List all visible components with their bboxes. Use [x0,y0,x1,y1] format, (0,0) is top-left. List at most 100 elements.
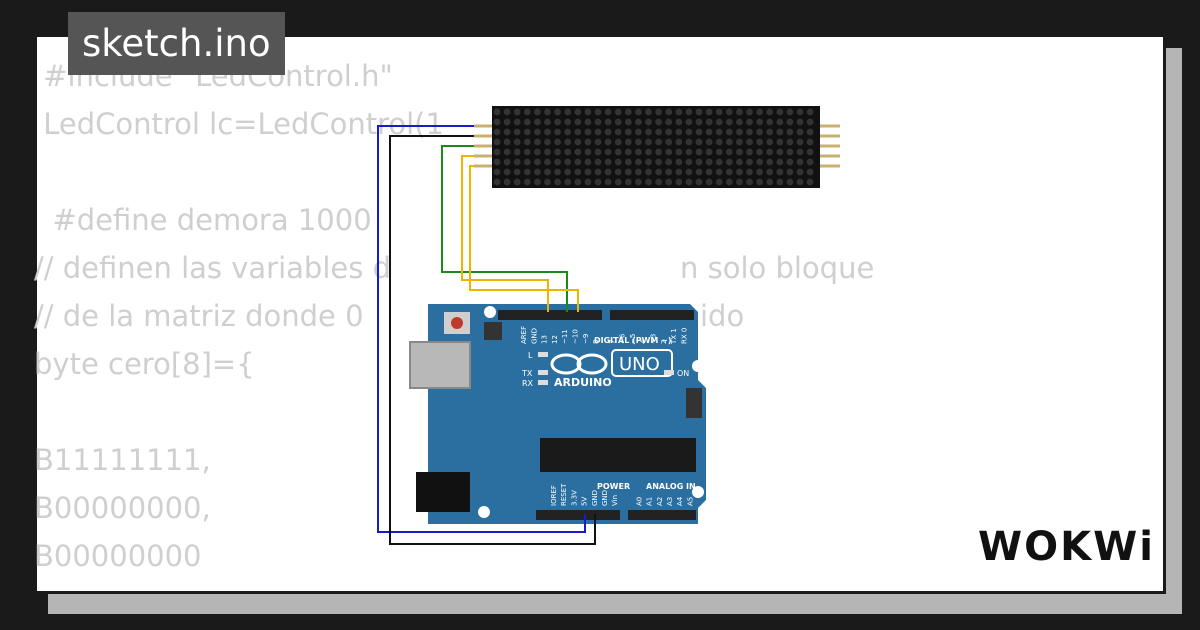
matrix-led [635,138,642,146]
matrix-led [544,168,551,176]
matrix-led [544,178,551,186]
matrix-led [796,128,804,136]
matrix-led [594,168,602,176]
matrix-led [614,138,622,146]
matrix-led [554,168,561,176]
matrix-led [715,108,723,116]
matrix-led [756,118,763,126]
matrix-led [584,178,592,186]
power-analog-pin-label: A1 [646,497,654,506]
matrix-led [554,148,561,156]
l-led-label: L [528,351,533,360]
power-analog-pin-label: 5V [581,497,589,506]
matrix-led [695,118,703,126]
digital-pin-label: ~5 [629,334,637,344]
matrix-led [493,108,501,116]
matrix-led [695,108,703,116]
matrix-led [655,128,662,136]
matrix-led [685,178,693,186]
matrix-led [806,138,814,146]
matrix-led [645,158,652,166]
matrix-led [806,118,814,126]
arduino-model-label: UNO [619,354,660,375]
matrix-led [786,148,794,156]
matrix-led [544,158,551,166]
wire-yellow-2 [469,165,579,312]
matrix-led [534,118,541,126]
matrix-led [715,118,723,126]
matrix-led [513,178,521,186]
power-analog-pin-label: IOREF [550,485,558,506]
power-analog-pin-label: GND [601,490,609,506]
matrix-led [635,108,642,116]
digital-pin-label: 8 [592,340,600,344]
matrix-led [725,148,733,156]
power-analog-pin-label: RESET [560,483,568,506]
matrix-led [645,178,652,186]
matrix-led [544,128,551,136]
matrix-led [786,128,794,136]
digital-pin-label: ~3 [650,334,658,344]
matrix-led [534,168,541,176]
matrix-led [594,128,602,136]
matrix-led [523,138,531,146]
code-line: // definen las variables d [34,251,391,285]
matrix-led [534,128,541,136]
matrix-led [675,168,683,176]
matrix-led [715,148,723,156]
matrix-led [513,128,521,136]
sketch-title-tab[interactable]: sketch.ino [68,12,285,75]
analog-header-label: ANALOG IN [646,482,696,491]
matrix-led [746,148,753,156]
digital-pin-label: ~9 [582,334,590,344]
arduino-uno-board[interactable]: ARDUINO UNO DIGITAL (PWM ~) POWER ANALOG… [409,304,706,524]
matrix-led [715,168,723,176]
matrix-led [493,138,501,146]
code-line: B00000000 [34,539,202,573]
matrix-led [493,168,501,176]
matrix-led [624,178,632,186]
wire-blue [377,125,586,533]
matrix-led [523,148,531,156]
matrix-led [746,138,753,146]
matrix-led [806,168,814,176]
matrix-led [604,138,612,146]
matrix-led [766,108,774,116]
matrix-led [705,108,713,116]
matrix-led [564,138,572,146]
matrix-led [756,108,763,116]
matrix-led [584,168,592,176]
matrix-led [513,158,521,166]
matrix-led [736,118,743,126]
matrix-led [574,118,582,126]
matrix-led [766,168,774,176]
matrix-led [554,128,561,136]
matrix-led [736,148,743,156]
digital-pin-label: 7 [608,340,616,344]
matrix-led [776,158,784,166]
matrix-led [756,148,763,156]
matrix-led [534,138,541,146]
tx-led-label: TX [521,369,533,378]
matrix-led [806,108,814,116]
matrix-led [624,158,632,166]
matrix-led [725,158,733,166]
matrix-led [665,158,673,166]
matrix-led [513,148,521,156]
matrix-led [493,158,501,166]
power-analog-pin-label: A5 [686,497,694,506]
matrix-led [796,148,804,156]
matrix-led [534,108,541,116]
matrix-led [675,118,683,126]
digital-pin-label: 4 [639,339,647,344]
matrix-led [584,158,592,166]
matrix-led [655,178,662,186]
matrix-led [624,148,632,156]
matrix-led [635,128,642,136]
matrix-led [806,148,814,156]
matrix-led [705,168,713,176]
matrix-led [665,128,673,136]
matrix-led [523,178,531,186]
led-matrix[interactable] [474,106,840,188]
